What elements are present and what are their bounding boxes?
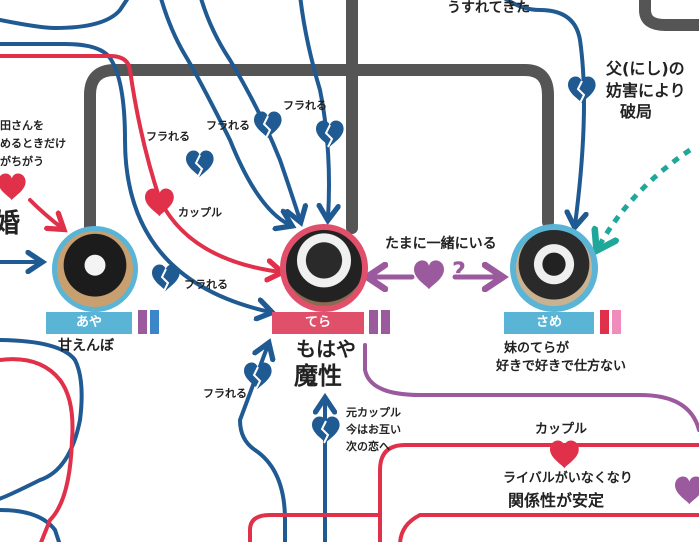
same-swatch-1	[600, 310, 609, 334]
same-name-label: さめ	[504, 312, 594, 334]
same-photo	[510, 224, 598, 312]
purple-lines	[365, 277, 699, 432]
couple-label-1: カップル	[178, 206, 222, 219]
ex-couple-line3: 次の恋へ	[346, 440, 390, 453]
rival-line1: ライバルがいなくなり	[503, 471, 633, 486]
teal-dashed-line	[598, 147, 692, 248]
broken-heart-crack	[160, 80, 586, 444]
ex-couple-line1: 元カップル	[346, 406, 401, 419]
father-line3: 破局	[620, 102, 653, 121]
left-fragment-line2: めるときだけ	[0, 137, 66, 150]
node-same: さめ	[504, 224, 634, 336]
tera-photo	[280, 224, 368, 312]
aya-swatch-2	[150, 310, 159, 334]
furareru-label-5: フラれる	[203, 387, 247, 400]
ex-couple-line2: 今はお互い	[346, 423, 401, 436]
heart-icon	[550, 440, 579, 469]
left-big-char: 婚	[0, 209, 21, 239]
heart-icon	[0, 173, 26, 201]
blue-lines	[0, 0, 640, 542]
furareru-label-1: フラれる	[146, 130, 190, 143]
furareru-label-2: フラれる	[206, 119, 250, 132]
tera-swatch-1	[369, 310, 378, 334]
family-lines	[84, 0, 699, 234]
furareru-label-3: フラれる	[283, 99, 327, 112]
tera-caption-line1: もはや	[296, 337, 356, 361]
top-right-fragment: うすれてきた	[447, 0, 531, 16]
rival-line2: 関係性が安定	[508, 491, 605, 510]
tera-swatch-2	[381, 310, 390, 334]
father-line2: 妨害により	[606, 81, 686, 100]
tera-name-label: てら	[272, 312, 364, 334]
furareru-label-4: フラれる	[184, 278, 228, 291]
heart-icon	[675, 476, 699, 505]
heart-icon	[414, 260, 444, 290]
aya-name-label: あや	[46, 312, 132, 334]
red-lines	[0, 54, 699, 542]
left-fragment-line3: がちがう	[0, 155, 44, 168]
same-caption-line1: 妹のてらが	[504, 341, 570, 356]
node-aya: あや	[46, 226, 170, 336]
heart-icon	[145, 188, 174, 217]
together-label: たまに一緒にいる	[385, 236, 497, 252]
node-tera: てら	[272, 224, 402, 336]
couple-label-2: カップル	[535, 422, 588, 437]
father-line1: 父(にし)の	[606, 59, 685, 78]
same-caption-line2: 好きで好きで仕方ない	[496, 359, 627, 374]
aya-caption: 甘えんぼ	[58, 338, 114, 354]
question-mark: ?	[452, 257, 466, 285]
aya-photo	[52, 226, 138, 312]
left-fragment-line1: 田さんを	[0, 119, 44, 132]
aya-swatch-1	[138, 310, 147, 334]
same-swatch-2	[612, 310, 621, 334]
tera-caption-line2: 魔性	[294, 362, 342, 390]
